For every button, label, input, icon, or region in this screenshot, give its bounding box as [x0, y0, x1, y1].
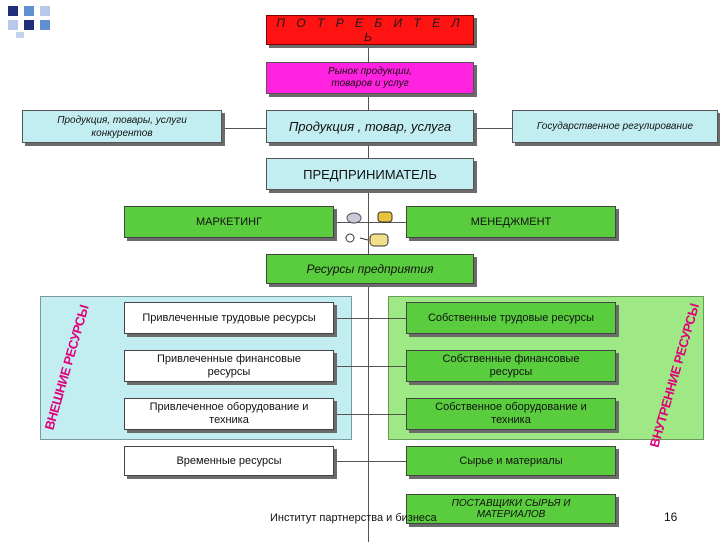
- right-item-label: Сырье и материалы: [459, 455, 563, 467]
- attracted-labor-box: Привлеченные трудовые ресурсы: [124, 302, 334, 334]
- market-label: Рынок продукции, товаров и услуг: [328, 66, 412, 89]
- left-item-label: Временные ресурсы: [176, 455, 282, 467]
- left-item-label: Привлеченное оборудование и техника: [149, 401, 309, 426]
- right-item-label: Собственное оборудование и техника: [435, 401, 587, 426]
- connector-line: [334, 222, 406, 223]
- product-label: Продукция , товар, услуга: [288, 119, 452, 134]
- own-finance-box: Собственные финансовые ресурсы: [406, 350, 616, 382]
- connector-line: [334, 366, 406, 367]
- competitors-label: Продукция, товары, услуги конкурентов: [57, 114, 187, 139]
- right-item-label: Собственные трудовые ресурсы: [427, 311, 595, 324]
- connector-line: [334, 318, 406, 319]
- attracted-finance-box: Привлеченные финансовые ресурсы: [124, 350, 334, 382]
- footer-text: Институт партнерства и бизнеса: [270, 512, 437, 524]
- page-number: 16: [664, 510, 678, 524]
- resources-label: Ресурсы предприятия: [306, 262, 434, 276]
- entrepreneur-label: ПРЕДПРИНИМАТЕЛЬ: [303, 166, 437, 182]
- product-box: Продукция , товар, услуга: [266, 110, 474, 143]
- competitors-box: Продукция, товары, услуги конкурентов: [22, 110, 222, 143]
- own-equipment-box: Собственное оборудование и техника: [406, 398, 616, 430]
- marketing-label: МАРКЕТИНГ: [195, 216, 263, 228]
- connector-line: [222, 128, 266, 129]
- handshake-clipart-icon: [345, 211, 393, 247]
- suppliers-box: ПОСТАВЩИКИ СЫРЬЯ И МАТЕРИАЛОВ: [406, 494, 616, 524]
- consumer-box: П О Т Р Е Б И Т Е Л Ь: [266, 15, 474, 45]
- regulation-label: Государственное регулирование: [536, 121, 694, 132]
- regulation-box: Государственное регулирование: [512, 110, 718, 143]
- marketing-box: МАРКЕТИНГ: [124, 206, 334, 238]
- connector-line: [334, 414, 406, 415]
- connector-line: [474, 128, 512, 129]
- suppliers-label: ПОСТАВЩИКИ СЫРЬЯ И МАТЕРИАЛОВ: [451, 498, 571, 520]
- management-box: МЕНЕДЖМЕНТ: [406, 206, 616, 238]
- left-item-label: Привлеченные трудовые ресурсы: [142, 311, 316, 324]
- corner-decoration: [0, 0, 70, 40]
- market-box: Рынок продукции, товаров и услуг: [266, 62, 474, 94]
- attracted-equipment-box: Привлеченное оборудование и техника: [124, 398, 334, 430]
- connector-line: [368, 44, 369, 542]
- management-label: МЕНЕДЖМЕНТ: [470, 216, 552, 228]
- resources-box: Ресурсы предприятия: [266, 254, 474, 284]
- own-labor-box: Собственные трудовые ресурсы: [406, 302, 616, 334]
- right-item-label: Собственные финансовые ресурсы: [442, 353, 580, 378]
- entrepreneur-box: ПРЕДПРИНИМАТЕЛЬ: [266, 158, 474, 190]
- consumer-label: П О Т Р Е Б И Т Е Л Ь: [276, 16, 464, 44]
- connector-line: [334, 461, 406, 462]
- temporary-resources-box: Временные ресурсы: [124, 446, 334, 476]
- left-item-label: Привлеченные финансовые ресурсы: [156, 353, 302, 378]
- raw-materials-box: Сырье и материалы: [406, 446, 616, 476]
